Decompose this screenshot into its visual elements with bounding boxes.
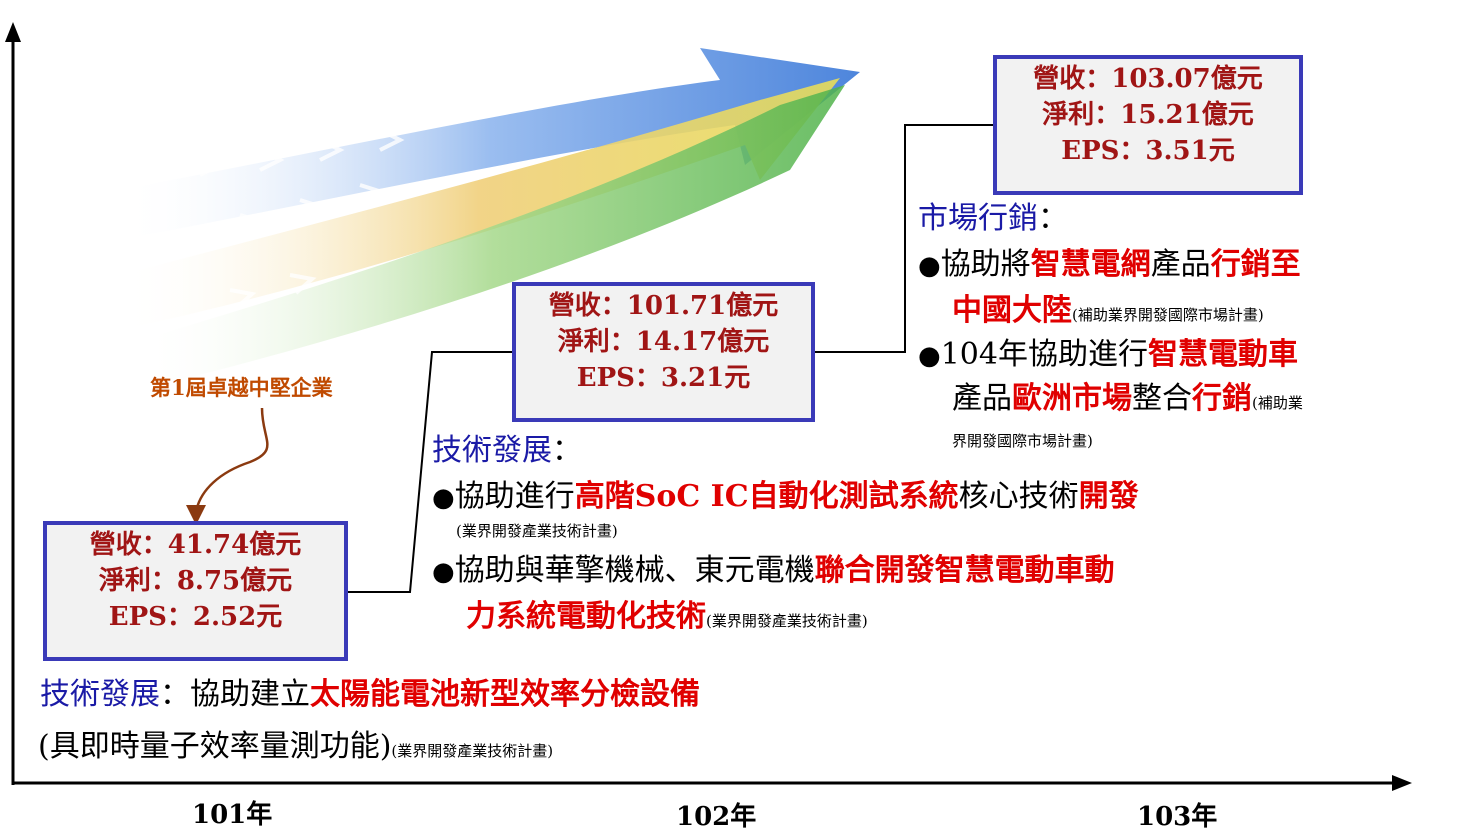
market-bullet-1-note: (補助業界開發國際市場計畫): [1072, 306, 1264, 324]
market-103-bullet-2-line2: 產品歐洲市場整合行銷(補助業: [952, 380, 1303, 422]
tech-dev-101: 技術發展：協助建立太陽能電池新型效率分檢設備: [40, 676, 700, 713]
tech-dev-101-highlight: 太陽能電池新型效率分檢設備: [310, 677, 700, 712]
tech-dev-101-detail: (具即時量子效率量測功能): [38, 729, 392, 764]
market-103-colon: ：: [1038, 201, 1068, 236]
market-103-bullet-2: ●104年協助進行智慧電動車: [918, 336, 1298, 375]
tech-dev-101-line2: (具即時量子效率量測功能)(業界開發產業技術計畫): [38, 728, 553, 770]
revenue-101: 營收：41.74億元: [89, 530, 302, 560]
market-103-bullet-2-note-end: 界開發國際市場計畫): [952, 432, 1093, 450]
market-bullet-2-line2-highlight-2: 行銷: [1192, 381, 1252, 416]
metrics-box-103: 營收：103.07億元 淨利：15.21億元 EPS：3.51元: [993, 55, 1303, 195]
year-label-103: 103年: [1137, 802, 1218, 832]
tech-dev-102-bullet-1-note: (業界開發產業技術計畫): [456, 522, 618, 540]
bullet-icon: ●: [432, 483, 455, 513]
market-bullet-2-highlight: 智慧電動車: [1147, 337, 1298, 372]
market-bullet-1-mid: 產品: [1150, 247, 1211, 282]
eps-103: EPS：3.51元: [1061, 136, 1235, 166]
bullet-2-text: 協助與華擎機械、東元電機: [454, 553, 815, 588]
bullet-1-mid: 核心技術: [958, 479, 1079, 514]
profit-101: 淨利：8.75億元: [98, 566, 293, 596]
tech-dev-102-bullet-2-line2: 力系統電動化技術(業界開發產業技術計畫): [466, 598, 868, 640]
market-bullet-1-highlight: 智慧電網: [1030, 247, 1151, 282]
growth-arrows-decoration: [120, 48, 860, 385]
metrics-box-101: 營收：41.74億元 淨利：8.75億元 EPS：2.52元: [43, 521, 348, 661]
year-label-102: 102年: [676, 802, 757, 832]
bullet-1-highlight: 高階SoC IC自動化測試系統: [574, 479, 959, 514]
market-bullet-2-note-start: (補助業: [1252, 394, 1303, 412]
profit-103: 淨利：15.21億元: [1042, 100, 1254, 130]
market-103: 市場行銷：: [918, 200, 1068, 237]
y-axis: [5, 22, 21, 785]
x-axis: [13, 775, 1412, 791]
tech-dev-102-bullet-2: ●協助與華擎機械、東元電機聯合開發智慧電動車動: [432, 552, 1115, 591]
tech-dev-102-bullet-1: ●協助進行高階SoC IC自動化測試系統核心技術開發: [432, 478, 1139, 517]
tech-dev-101-note: (業界開發產業技術計畫): [391, 742, 554, 760]
tech-dev-102-heading: 技術發展: [432, 433, 552, 468]
market-103-bullet-1: ●協助將智慧電網產品行銷至: [918, 246, 1301, 285]
bullet-2-note: (業界開發產業技術計畫): [706, 612, 868, 630]
metrics-box-102: 營收：101.71億元 淨利：14.17億元 EPS：3.21元: [512, 282, 815, 422]
eps-102: EPS：3.21元: [576, 363, 751, 393]
tech-dev-101-heading: 技術發展: [40, 677, 160, 712]
eps-101: EPS：2.52元: [108, 602, 283, 632]
profit-102: 淨利：14.17億元: [557, 327, 770, 357]
market-103-heading: 市場行銷: [918, 201, 1038, 236]
bullet-icon: ●: [918, 251, 941, 281]
award-label: 第1屆卓越中堅企業: [150, 375, 333, 400]
revenue-103: 營收：103.07億元: [1033, 64, 1263, 94]
award-arrow: [186, 407, 269, 525]
bullet-icon: ●: [432, 557, 455, 587]
bullet-2-highlight-2: 力系統電動化技術: [466, 599, 706, 634]
market-bullet-2-line2-mid: 整合: [1132, 381, 1192, 416]
market-bullet-2-line2-text: 產品: [952, 381, 1012, 416]
revenue-102: 營收：101.71億元: [548, 291, 779, 321]
tech-dev-102-colon: ：: [552, 433, 582, 468]
bullet-icon: ●: [918, 341, 941, 371]
market-103-bullet-1-line2: 中國大陸(補助業界開發國際市場計畫): [952, 292, 1264, 334]
tech-dev-101-intro: ：協助建立: [160, 677, 310, 712]
bullet-1-text: 協助進行: [454, 479, 575, 514]
bullet-2-highlight: 聯合開發智慧電動車動: [814, 553, 1115, 588]
market-bullet-1-highlight-3: 中國大陸: [952, 293, 1072, 328]
market-bullet-2-line2-highlight: 歐洲市場: [1012, 381, 1132, 416]
market-bullet-2-text: 104年協助進行: [940, 337, 1148, 372]
tech-dev-102: 技術發展：: [432, 432, 582, 469]
step-connector-lines: [348, 124, 993, 593]
market-bullet-1-highlight-2: 行銷至: [1210, 247, 1301, 282]
market-bullet-1-text: 協助將: [940, 247, 1031, 282]
year-label-101: 101年: [192, 800, 273, 830]
bullet-1-highlight-2: 開發: [1078, 479, 1139, 514]
